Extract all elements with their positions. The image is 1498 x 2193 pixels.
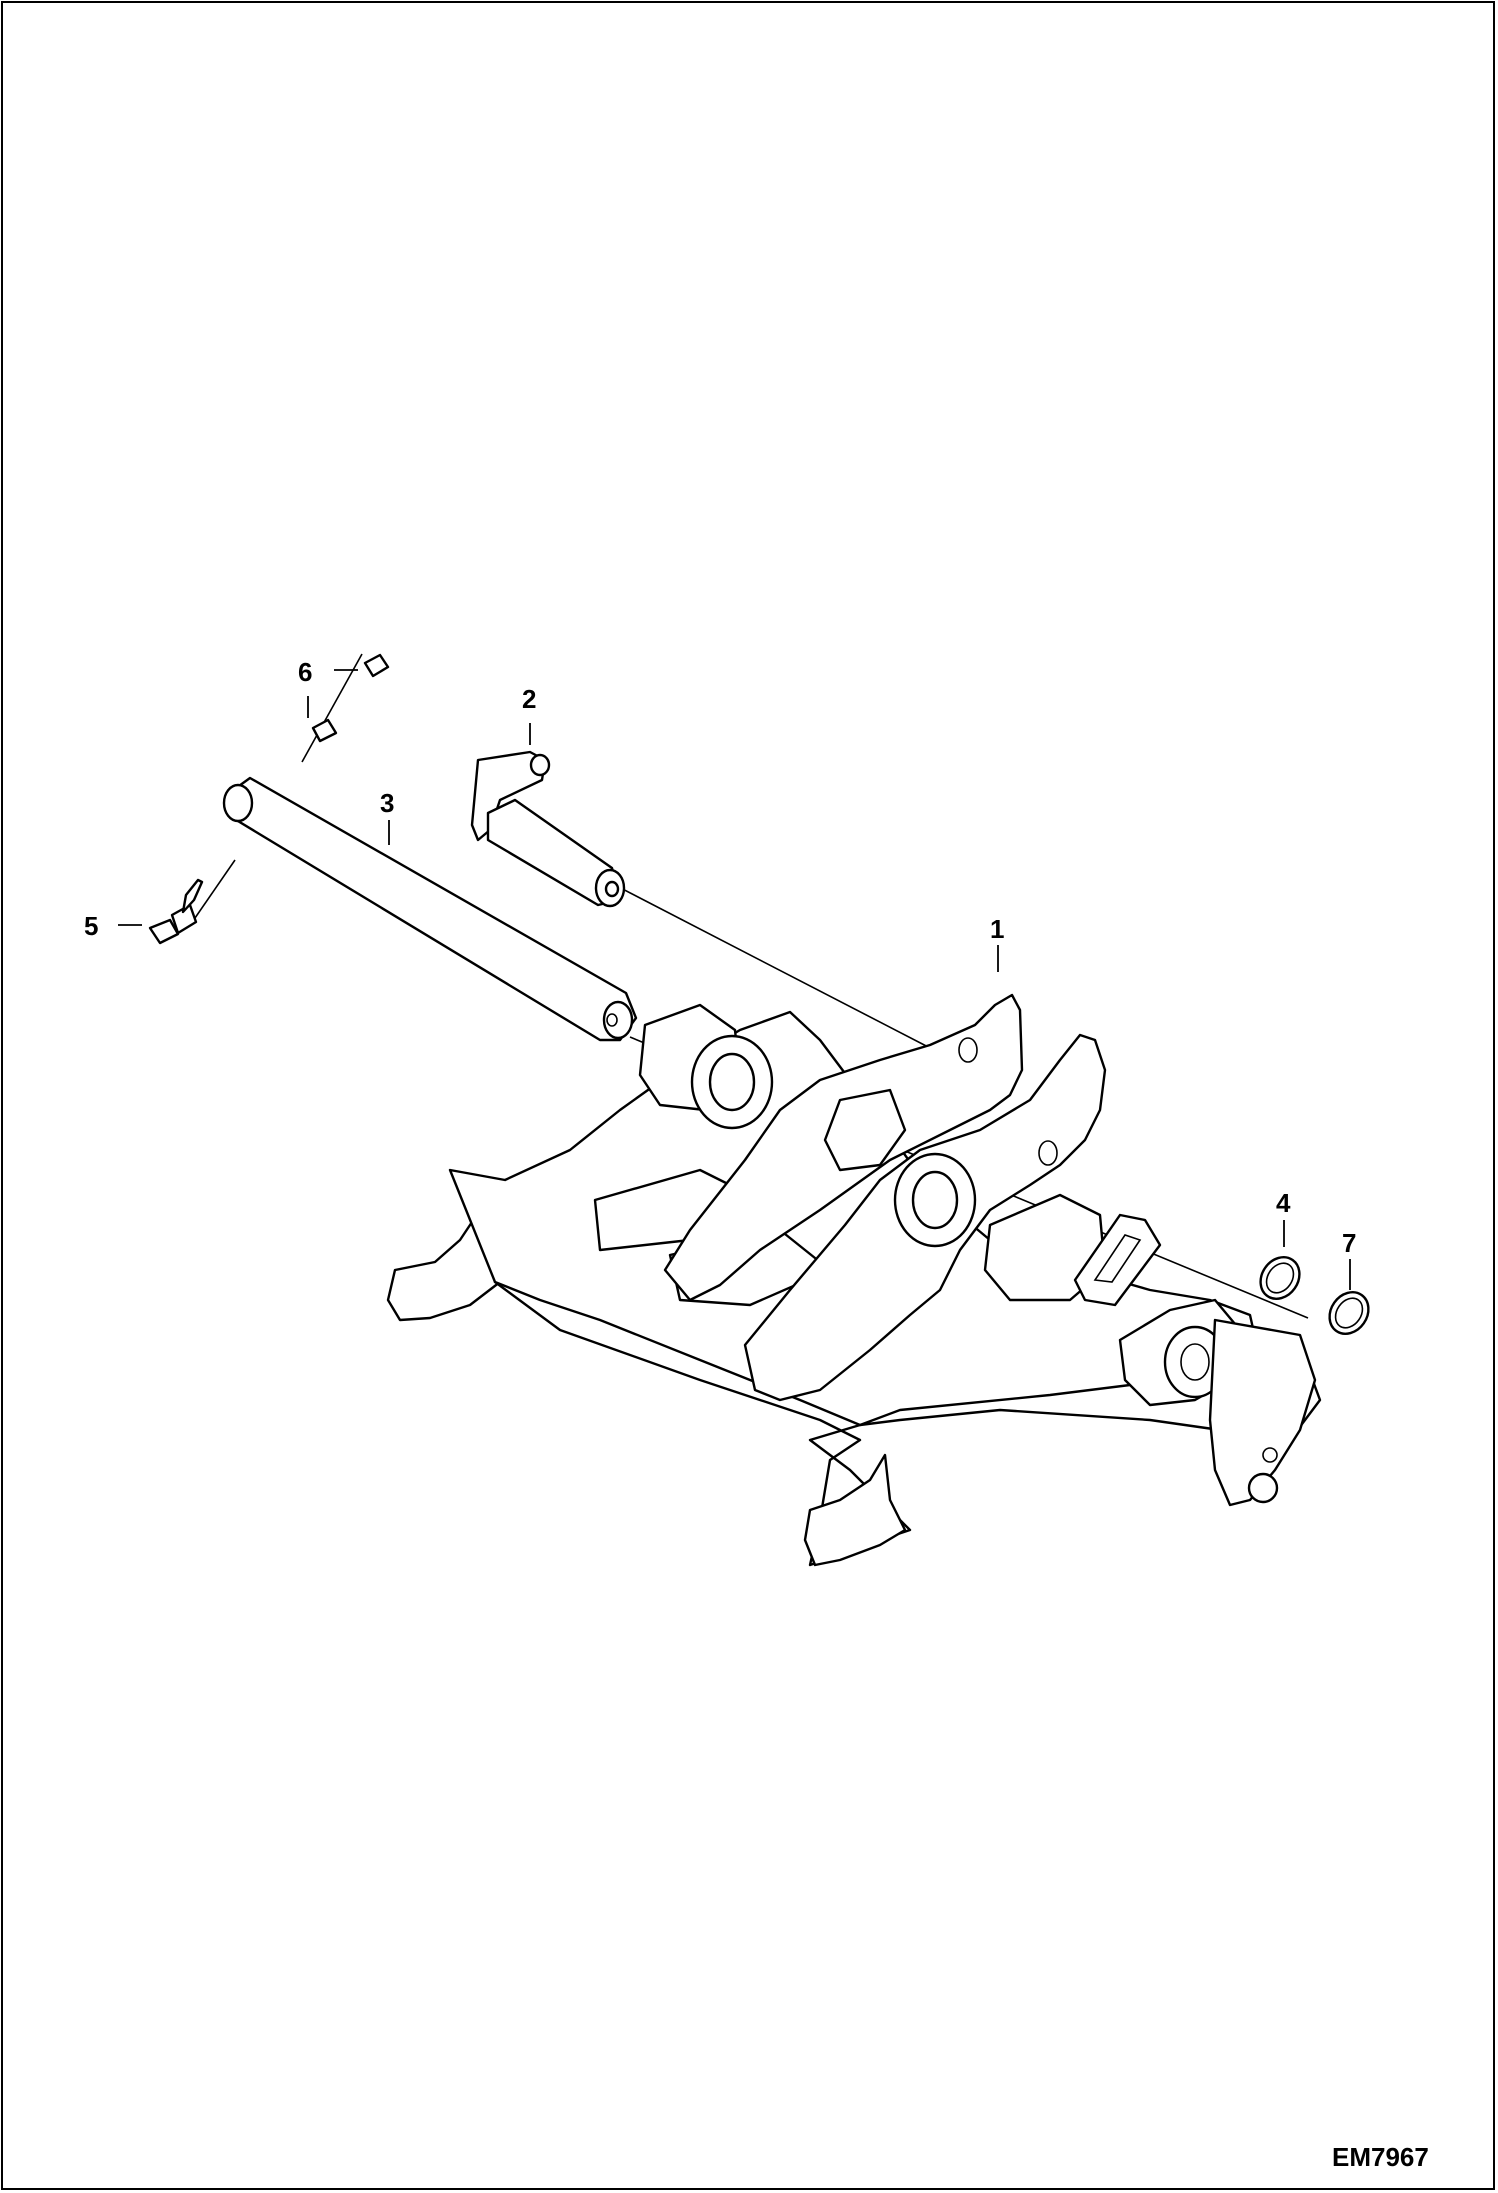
callout-4: 4: [1276, 1188, 1291, 1218]
callout-3: 3: [380, 788, 394, 818]
drawing-code: EM7967: [1332, 2142, 1429, 2172]
callout-2: 2: [522, 684, 536, 714]
ring-part-7: [1328, 1291, 1370, 1335]
callout-1: 1: [990, 914, 1004, 944]
pin-part-3: [222, 776, 638, 1042]
coupler-frame-part-1: [386, 993, 1322, 1567]
ring-part-4: [1259, 1256, 1301, 1300]
callout-7: 7: [1342, 1228, 1356, 1258]
pin-part-2: [470, 750, 626, 908]
bolt-part-5: [148, 878, 204, 945]
callout-5: 5: [84, 911, 98, 941]
leader-lines: [118, 669, 1351, 1290]
callout-6: 6: [298, 657, 312, 687]
nut-part-6: [311, 653, 390, 743]
